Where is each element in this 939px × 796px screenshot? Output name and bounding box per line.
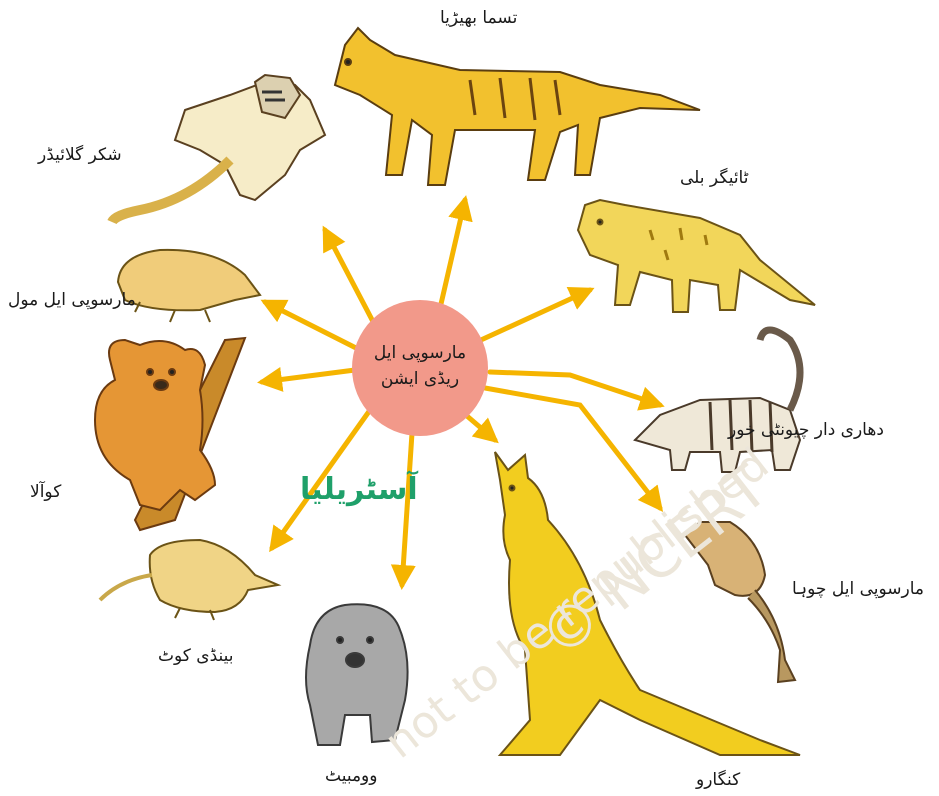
glider-icon bbox=[112, 75, 325, 222]
label-sugar-glider: شکر گلائیڈر bbox=[38, 145, 122, 165]
label-koala: کوآلا bbox=[30, 482, 61, 502]
cat-icon bbox=[578, 200, 815, 312]
arrow-tiger-cat bbox=[470, 290, 590, 345]
label-marsupial-mouse: مارسوپی ایل چوہا bbox=[792, 578, 924, 599]
label-wombat: وومبیٹ bbox=[325, 766, 377, 786]
anteater-icon bbox=[635, 330, 800, 472]
wolf-icon bbox=[335, 28, 700, 185]
region-label: آسٹریلیا bbox=[300, 472, 418, 507]
hub-label: مارسوپی ایل ریڈی ایشن bbox=[352, 340, 488, 392]
mole-icon bbox=[118, 250, 260, 322]
arrow-koala bbox=[262, 370, 355, 382]
label-marsupial-mole: مارسوپی ایل مول bbox=[8, 290, 136, 310]
arrow-sugar-glider bbox=[325, 230, 380, 335]
arrow-marsupial-mole bbox=[265, 302, 360, 350]
hub-label-line1: مارسوپی ایل bbox=[352, 340, 488, 366]
bandicoot-icon bbox=[100, 540, 278, 620]
label-bandicoot: بینڈی کوٹ bbox=[158, 646, 234, 666]
hub-label-line2: ریڈی ایشن bbox=[352, 366, 488, 392]
label-banded-anteater: دھاری دار چیونٹی خور bbox=[728, 420, 884, 440]
label-tiger-cat: ٹائیگر بلی bbox=[680, 168, 748, 188]
arrow-banded-anteater bbox=[490, 372, 660, 405]
label-kangaroo: کنگارو bbox=[696, 770, 740, 790]
koala-icon bbox=[95, 338, 245, 530]
label-tasmanian-wolf: تسما بھیڑیا bbox=[440, 8, 517, 28]
